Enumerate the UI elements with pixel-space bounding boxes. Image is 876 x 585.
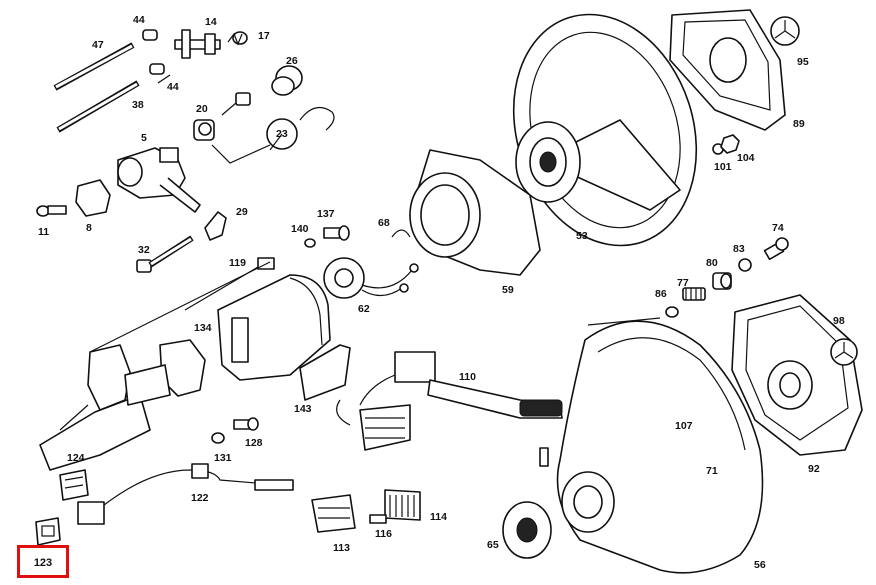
- callout-20: 20: [196, 103, 208, 115]
- callout-5: 5: [141, 132, 147, 144]
- switch-110: [359, 351, 563, 419]
- callout-17: 17: [258, 30, 270, 42]
- lock-housing-5: [117, 147, 201, 213]
- callout-95: 95: [797, 56, 809, 68]
- callout-140: 140: [291, 223, 309, 235]
- pin: [539, 447, 549, 467]
- callout-119: 119: [229, 257, 246, 269]
- bushing-80: [712, 272, 732, 290]
- callout-113: 113: [333, 542, 350, 554]
- cover-143: [299, 344, 351, 401]
- callout-92: 92: [808, 463, 820, 475]
- steering-wheel-53: [512, 13, 698, 247]
- washer-86: [665, 306, 679, 318]
- callout-47: 47: [92, 39, 104, 51]
- bushing-44-top: [142, 29, 158, 41]
- callout-53: 53: [576, 230, 588, 242]
- bushing-44-bottom: [149, 63, 165, 75]
- bolt-74: [763, 237, 789, 261]
- callout-62: 62: [358, 303, 370, 315]
- leader-lines: [157, 74, 661, 326]
- airbag-89: [669, 9, 786, 131]
- key: [221, 92, 251, 116]
- callout-68: 68: [378, 217, 390, 229]
- multi-connector: [336, 399, 411, 451]
- callout-143: 143: [294, 403, 312, 415]
- clip: [299, 106, 335, 131]
- callout-38: 38: [132, 99, 144, 111]
- callout-98: 98: [833, 315, 845, 327]
- connector-123: [35, 517, 61, 546]
- washer-131: [211, 432, 225, 444]
- hub-cover-59: [409, 149, 541, 276]
- bolt-32: [136, 235, 194, 273]
- callout-116: 116: [375, 528, 392, 540]
- highlighted-part-box[interactable]: 123: [17, 545, 69, 578]
- callout-80: 80: [706, 257, 718, 269]
- rod-47: [53, 42, 135, 91]
- callout-32: 32: [138, 244, 150, 256]
- callout-114: 114: [430, 511, 447, 523]
- airbag-92: [731, 294, 863, 456]
- connector-114: [384, 489, 421, 521]
- washer-83: [738, 258, 752, 272]
- callout-11: 11: [38, 226, 50, 238]
- callout-101: 101: [714, 161, 732, 173]
- callout-23: 23: [276, 128, 288, 140]
- contact-ring-62: [323, 257, 419, 299]
- callout-44a: 44: [133, 14, 145, 26]
- callout-104: 104: [737, 152, 755, 164]
- callout-44b: 44: [167, 81, 179, 93]
- part-29: [204, 211, 227, 241]
- screw-137: [323, 225, 350, 241]
- emblem-95: [770, 16, 800, 46]
- callout-71: 71: [706, 465, 718, 477]
- screw-11: [36, 205, 67, 217]
- washer-140: [304, 238, 316, 248]
- callout-128: 128: [245, 437, 263, 449]
- nut-104: [720, 134, 740, 154]
- screw-128: [233, 417, 259, 431]
- rod-38: [56, 80, 140, 133]
- shaft-14: [174, 29, 221, 59]
- pin-116: [369, 514, 387, 524]
- callout-134: 134: [194, 322, 212, 334]
- callout-110: 110: [459, 371, 476, 383]
- highlighted-part-label: 123: [33, 557, 53, 569]
- callout-122: 122: [191, 492, 209, 504]
- callout-77: 77: [677, 277, 689, 289]
- clip-68: [391, 229, 411, 238]
- callout-83: 83: [733, 243, 745, 255]
- horn-pad-56: [556, 320, 764, 574]
- spring-17: [227, 31, 248, 46]
- callout-74: 74: [772, 222, 784, 234]
- callout-14: 14: [205, 16, 217, 28]
- callout-29: 29: [236, 206, 248, 218]
- sleeve-26: [271, 65, 303, 96]
- cable-122: [77, 463, 294, 525]
- callout-59: 59: [502, 284, 514, 296]
- steering-column-tube: [39, 261, 271, 471]
- callout-56: 56: [754, 559, 766, 571]
- callout-124: 124: [67, 452, 85, 464]
- callout-26: 26: [286, 55, 298, 67]
- connector-113: [311, 494, 356, 533]
- part-8: [75, 179, 111, 217]
- callout-107: 107: [675, 420, 693, 432]
- slip-ring-65: [502, 501, 552, 559]
- callout-8: 8: [86, 222, 92, 234]
- connector-124: [59, 469, 89, 501]
- callout-89: 89: [793, 118, 805, 130]
- emblem-98: [830, 338, 858, 366]
- callout-131: 131: [214, 452, 232, 464]
- callout-86: 86: [655, 288, 667, 300]
- callout-137: 137: [317, 208, 335, 220]
- housing-134: [217, 274, 331, 381]
- callout-65: 65: [487, 539, 499, 551]
- spring-77: [682, 287, 706, 301]
- lock-cylinder-20: [193, 119, 215, 141]
